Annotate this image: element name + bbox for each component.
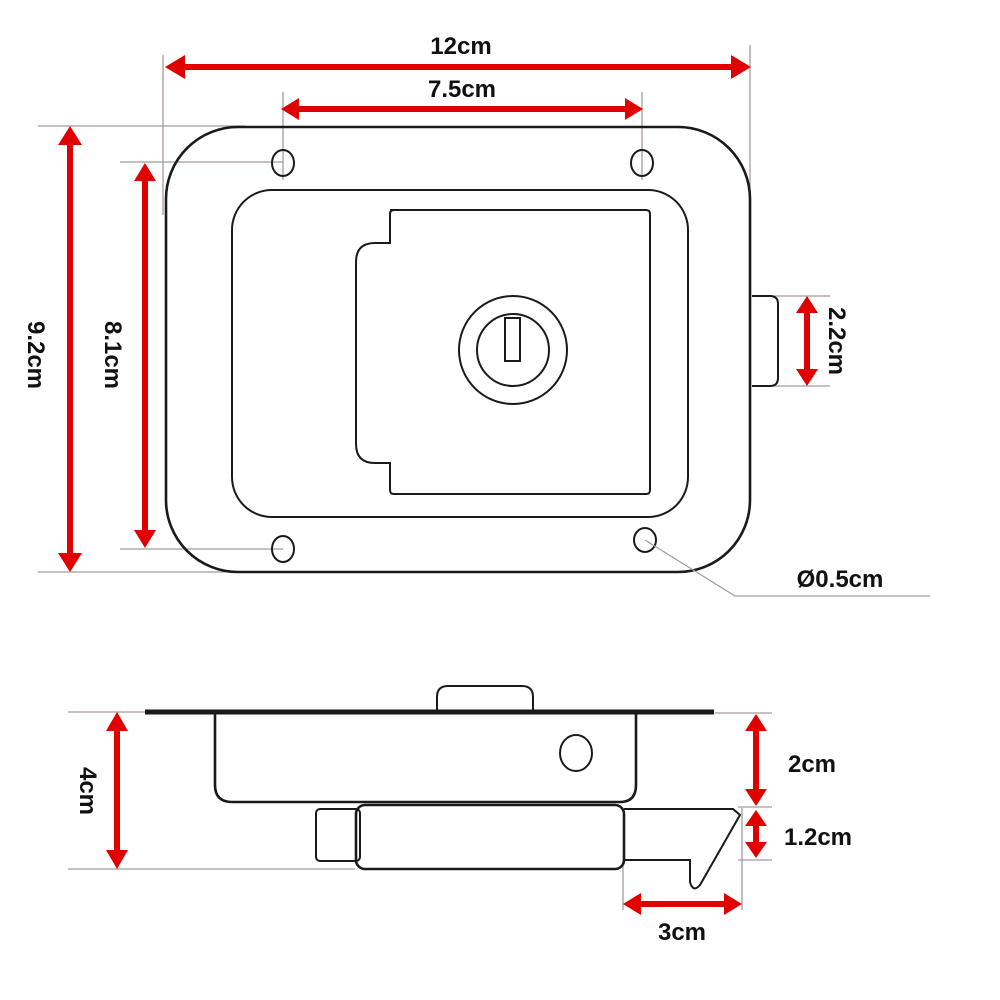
dimension-hole-spacing-horizontal (281, 98, 643, 120)
diameter-leader-line (644, 539, 930, 597)
label-hole-diameter: Ø0.5cm (797, 566, 884, 593)
dimension-hole-spacing-vertical (134, 163, 156, 548)
dimension-bolt-height (796, 296, 818, 386)
side-bolt-end (315, 808, 361, 862)
recessed-pan (231, 189, 689, 518)
latch-bolt (752, 295, 779, 387)
label-hole-spacing-vertical: 8.1cm (99, 321, 126, 389)
dimension-body-depth (745, 714, 767, 806)
label-hole-spacing-horizontal: 7.5cm (428, 76, 496, 103)
front-view: 12cm 7.5cm 9.2cm 8.1cm 2.2cm Ø0.5cm (22, 33, 930, 597)
key-cylinder-inner (476, 313, 550, 387)
flange-plate (164, 125, 752, 574)
label-overall-width: 12cm (430, 33, 491, 60)
label-bolt-height: 2.2cm (823, 307, 850, 375)
dimension-overall-height (58, 126, 82, 572)
label-bolt-length: 3cm (658, 919, 706, 946)
label-body-depth: 2cm (788, 751, 836, 778)
side-paddle-lip (436, 685, 534, 711)
side-bolt-housing (354, 803, 626, 871)
paddle (355, 209, 651, 495)
mounting-hole-bottom-right (633, 527, 657, 553)
side-latch-bolt (624, 808, 742, 890)
mounting-hole-top-left (271, 149, 295, 177)
side-body-housing (213, 713, 638, 804)
label-bolt-thickness: 1.2cm (784, 824, 852, 851)
side-view: 4cm 2cm 1.2cm 3cm (68, 685, 852, 946)
key-slot-icon (504, 317, 521, 362)
side-pivot-hole (559, 734, 593, 772)
key-cylinder-outer (458, 295, 568, 405)
dimension-overall-width (165, 55, 751, 79)
dimension-total-depth (106, 712, 128, 869)
mounting-hole-bottom-left (271, 535, 295, 563)
label-total-depth: 4cm (74, 767, 101, 815)
label-overall-height: 9.2cm (22, 321, 49, 389)
dimension-bolt-length (623, 893, 742, 915)
dimension-bolt-thickness (745, 810, 767, 858)
mounting-hole-top-right (630, 149, 654, 177)
